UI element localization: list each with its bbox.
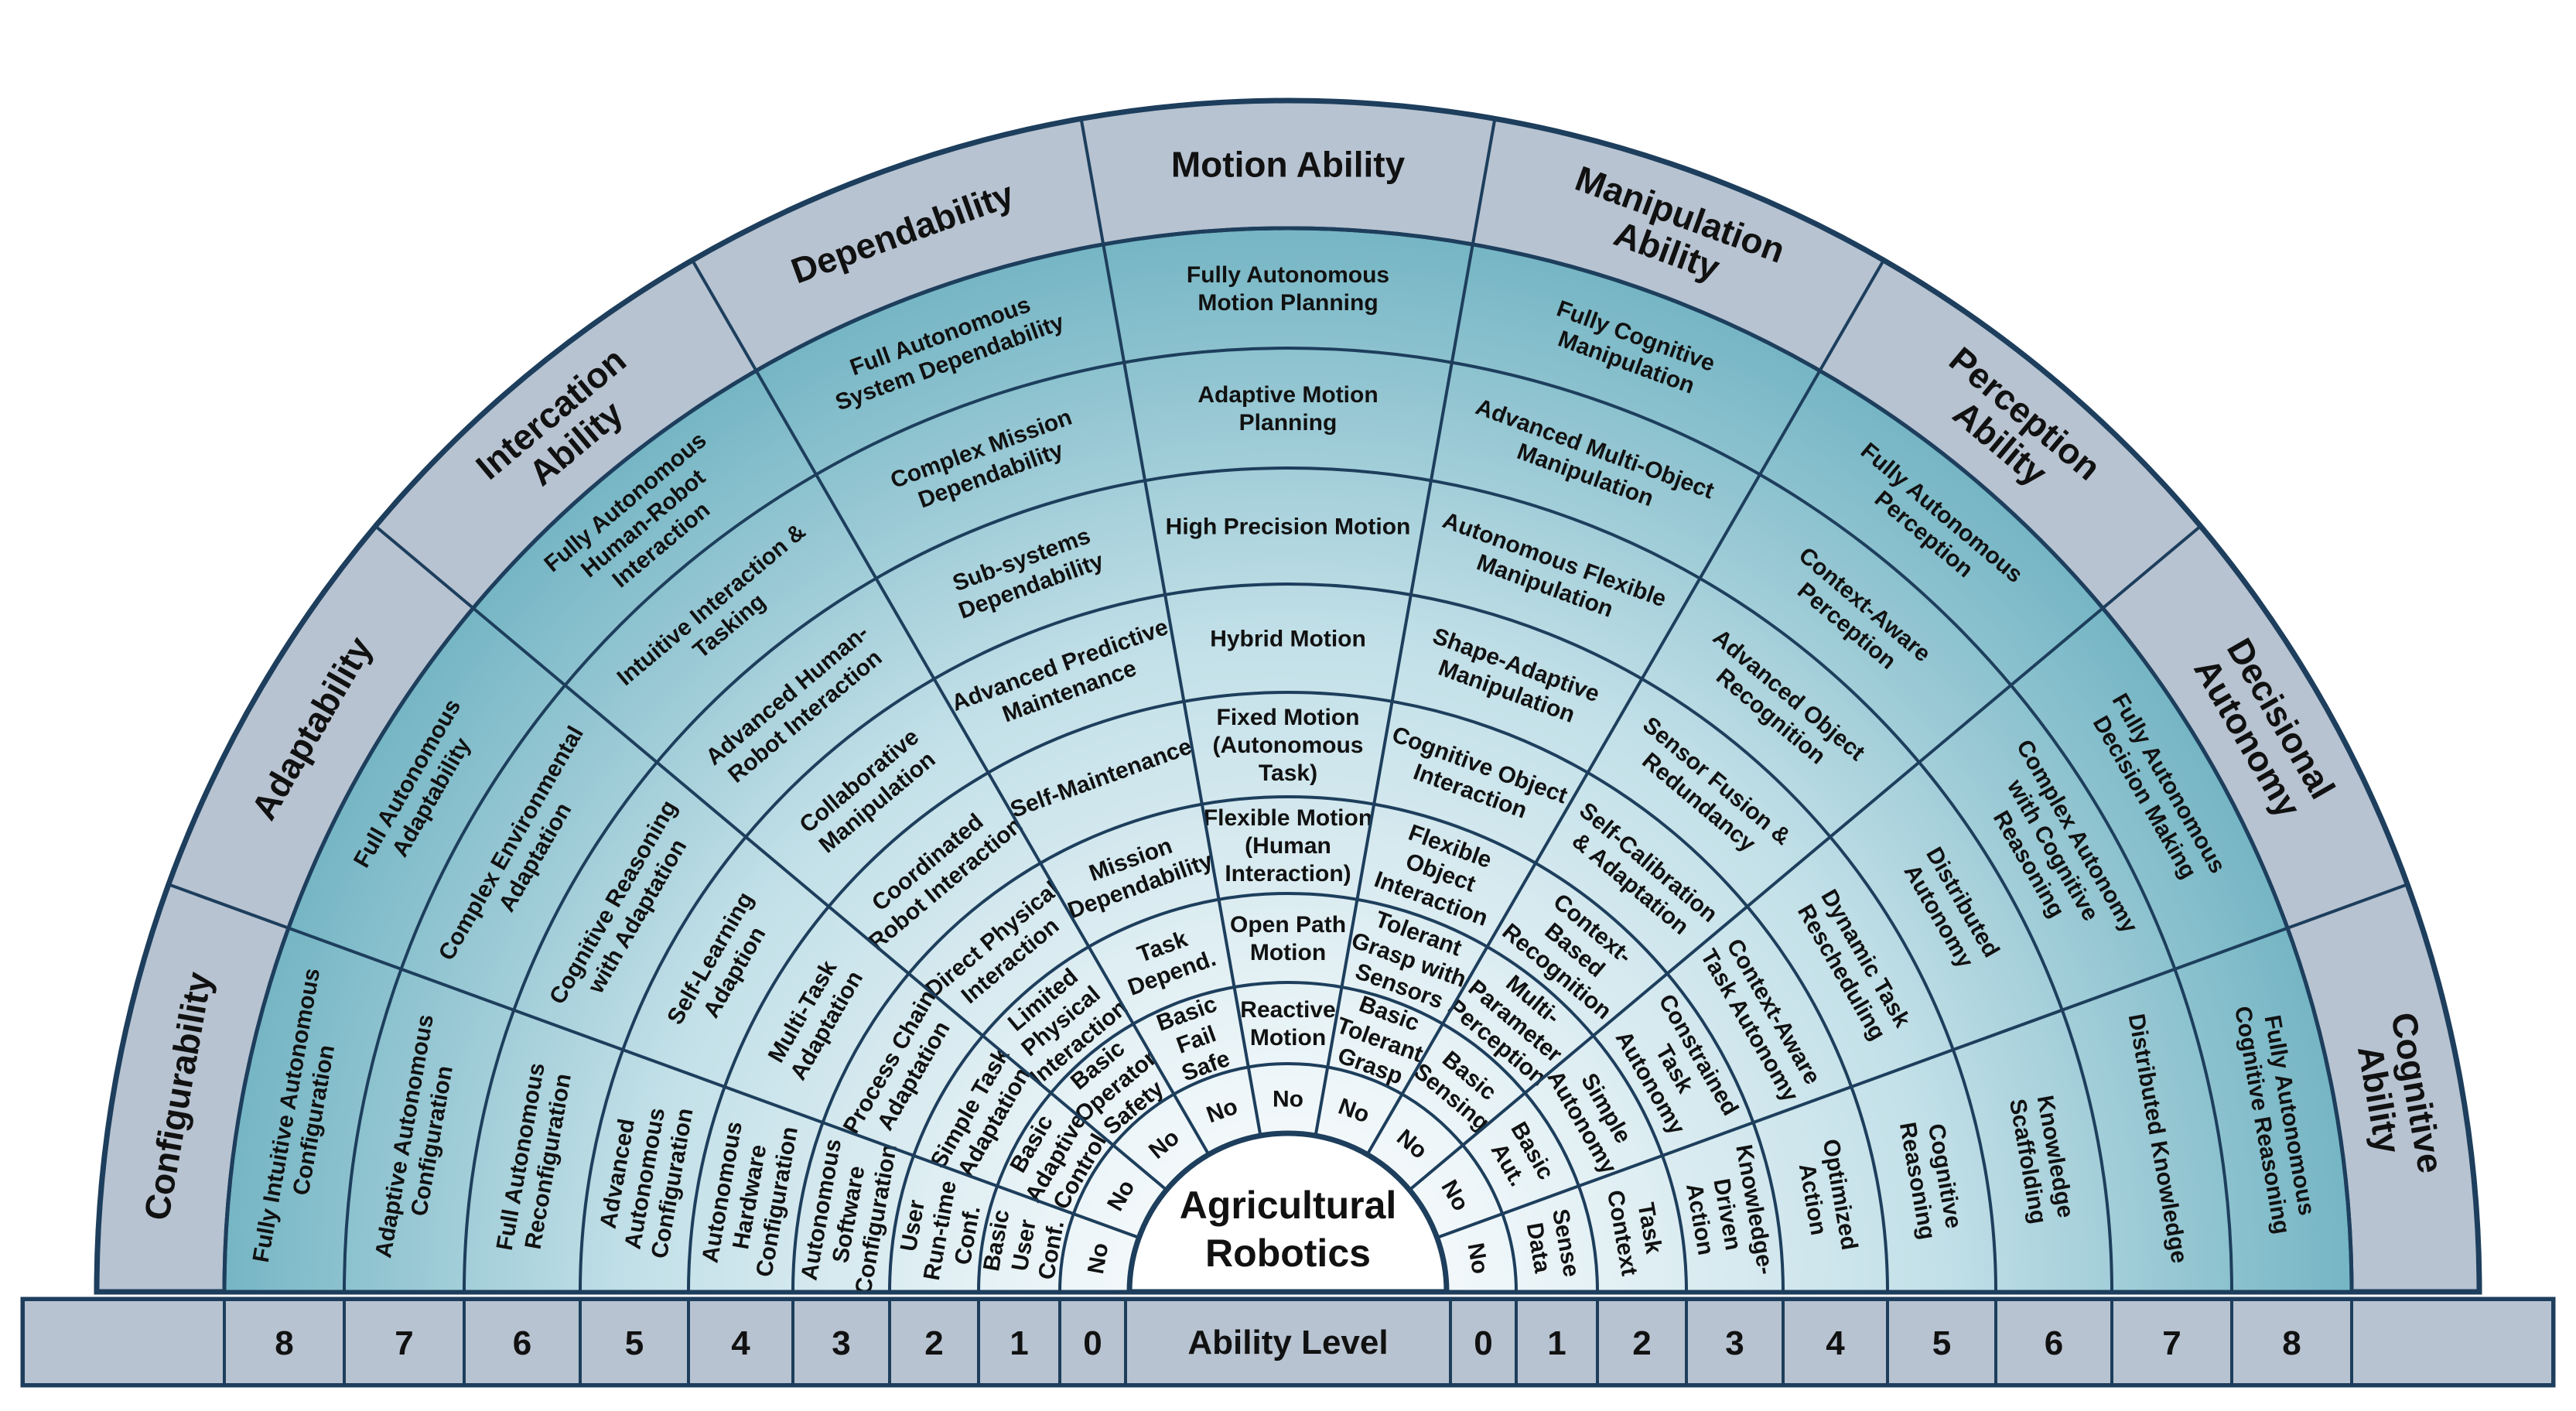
level-bar-cell <box>463 1298 582 1386</box>
level-number: 4 <box>1826 1324 1845 1362</box>
level-number: 7 <box>395 1324 413 1362</box>
ability-cell-line: Reactive <box>1240 997 1335 1023</box>
level-ring <box>791 795 1785 1293</box>
ability-cell-line: No <box>1273 1087 1303 1112</box>
level-number: 4 <box>731 1324 750 1362</box>
ability-cell-line: Task) <box>1259 760 1317 786</box>
level-ring <box>888 892 1688 1293</box>
sector-title: Motion Ability <box>1171 145 1406 185</box>
level-bar-cell <box>223 1298 346 1386</box>
level-bar-cell <box>1782 1298 1889 1386</box>
level-number: 3 <box>832 1324 850 1362</box>
level-number: 8 <box>2282 1324 2301 1362</box>
level-bar-cell <box>977 1298 1061 1386</box>
ability-cell-line: Planning <box>1239 410 1338 436</box>
level-number: 3 <box>1725 1324 1744 1362</box>
level-number: 2 <box>1632 1324 1651 1362</box>
level-ring <box>1058 1062 1518 1293</box>
level-ring <box>687 691 1889 1293</box>
ability-cell-label: Hybrid Motion <box>1210 627 1366 652</box>
level-number: 5 <box>1932 1324 1951 1362</box>
level-number: 7 <box>2162 1324 2181 1362</box>
ability-cell-line: Motion <box>1250 940 1326 965</box>
sector-divider <box>168 883 1140 1239</box>
ability-cell-line: Fixed Motion <box>1217 705 1360 730</box>
center-title-line: Robotics <box>1205 1232 1371 1275</box>
level-number: 5 <box>625 1324 644 1362</box>
level-number: 0 <box>1474 1324 1492 1362</box>
sector-divider <box>691 259 1211 1156</box>
level-number: 6 <box>2045 1324 2063 1362</box>
ability-cell-line: Motion Planning <box>1197 290 1378 316</box>
level-ring <box>222 226 2354 1293</box>
ability-cell-label: No <box>1273 1087 1303 1112</box>
ability-cell-line: Hybrid Motion <box>1210 627 1366 652</box>
sector-divider <box>1436 883 2408 1239</box>
sector-divider <box>374 524 1168 1191</box>
ability-cell-line: No <box>1462 1241 1492 1276</box>
level-bar-label-cell <box>1124 1298 1452 1386</box>
level-bar-cell <box>579 1298 690 1386</box>
ability-level-bar: Ability Level 0 1 2 3 4 5 6 7 8 0 1 2 3 4 5 6 7 8 <box>20 1297 2556 1388</box>
level-ring <box>463 466 2113 1293</box>
sector-divider <box>1408 524 2202 1191</box>
ability-cell-line: High Precision Motion <box>1166 514 1411 540</box>
level-bar-cell <box>2110 1298 2233 1386</box>
ability-cell-label: High Precision Motion <box>1166 514 1411 540</box>
level-bar-cell <box>2350 1298 2554 1386</box>
level-ring <box>343 347 2233 1293</box>
level-ring <box>977 981 1599 1293</box>
level-number: 1 <box>1547 1324 1566 1362</box>
ability-cell-line: Fully Autonomous <box>1187 262 1389 288</box>
level-number: 1 <box>1010 1324 1028 1362</box>
ability-cell-line: Interaction) <box>1225 861 1351 887</box>
level-bar-cell <box>2230 1298 2353 1386</box>
hub-disc <box>1126 1130 1450 1295</box>
level-number: 2 <box>924 1324 943 1362</box>
ability-cell-line: (Autonomous <box>1213 733 1364 758</box>
ability-cell-label: No <box>1083 1241 1113 1276</box>
level-bar-cell <box>1449 1298 1518 1386</box>
ability-cell-line: Open Path <box>1230 912 1346 938</box>
ability-cell-label: OptimizedAction <box>1790 1137 1862 1257</box>
level-number: 0 <box>1083 1324 1102 1362</box>
sector-title-line: Motion Ability <box>1171 145 1406 185</box>
level-bar-cell <box>22 1298 226 1386</box>
level-bar-cell <box>1685 1298 1785 1386</box>
center-title-line: Agricultural <box>1180 1184 1397 1227</box>
ability-cell-line: Motion <box>1250 1025 1326 1051</box>
sector-divider <box>1079 118 1262 1136</box>
ability-cell-line: Flexible Motion <box>1204 805 1372 831</box>
level-bar-cell <box>1515 1298 1599 1386</box>
level-bar-cell <box>1596 1298 1688 1386</box>
ability-cell-label: No <box>1462 1241 1492 1276</box>
ability-cell-line: Adaptive Motion <box>1197 382 1378 408</box>
ability-cell-line: (Human <box>1245 833 1331 859</box>
level-number: 6 <box>513 1324 531 1362</box>
level-bar-label: Ability Level <box>1187 1324 1388 1361</box>
sector-divider <box>1365 259 1885 1156</box>
level-number: 8 <box>275 1324 293 1362</box>
ability-cell-line: No <box>1083 1241 1113 1276</box>
sector-divider <box>1314 118 1497 1136</box>
level-ring <box>579 583 1997 1293</box>
